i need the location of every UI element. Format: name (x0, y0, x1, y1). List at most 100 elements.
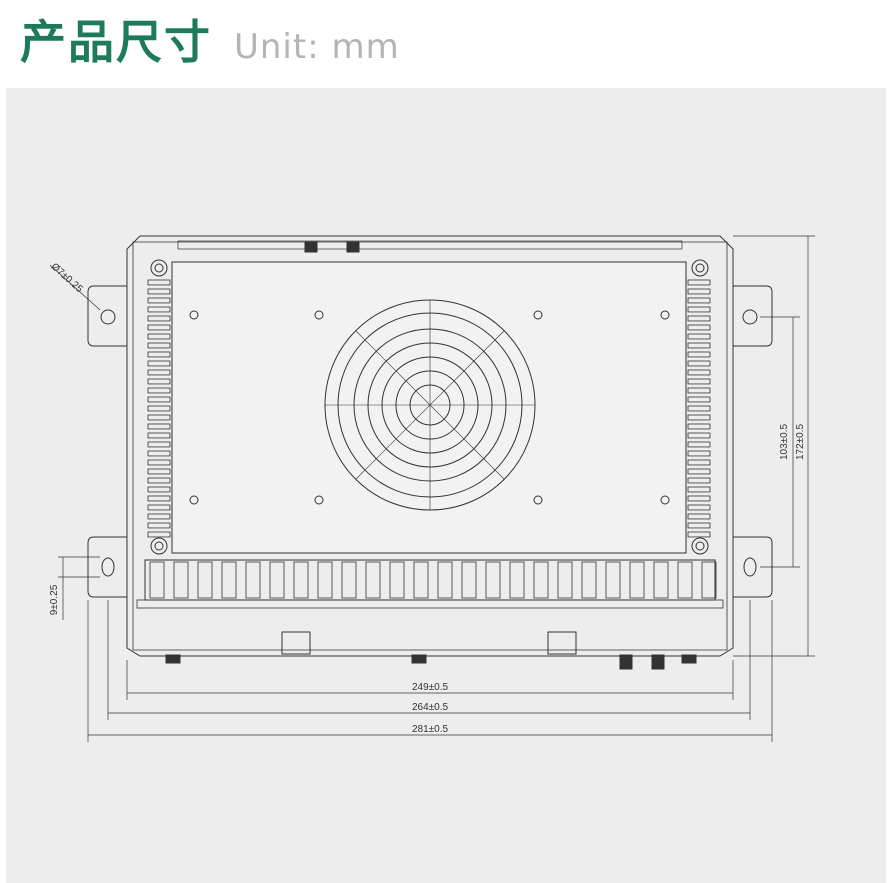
dim-hole-offset: 9±0.25 (49, 584, 60, 615)
fins-left (147, 279, 171, 538)
bottom-fin (173, 561, 189, 599)
dim-width-outer: 281±0.5 (412, 724, 449, 735)
fin (687, 369, 711, 376)
dim-height-total: 172±0.5 (795, 424, 806, 461)
bottom-fin (197, 561, 213, 599)
fin (687, 459, 711, 466)
fin (147, 423, 171, 430)
mount-tab-top-left (87, 285, 127, 347)
fin (147, 486, 171, 493)
fin (147, 378, 171, 385)
fin (687, 360, 711, 367)
bottom-fin (557, 561, 573, 599)
fin (687, 477, 711, 484)
mount-tab-top-right (733, 285, 773, 347)
bottom-fin (461, 561, 477, 599)
fin (147, 351, 171, 358)
fin (147, 315, 171, 322)
bottom-fin (653, 561, 669, 599)
header: 产品尺寸 Unit: mm (20, 6, 400, 76)
fin (147, 495, 171, 502)
bottom-fin (341, 561, 357, 599)
bottom-fin (533, 561, 549, 599)
unit-label: Unit: mm (234, 27, 400, 67)
corner-screws (150, 259, 709, 555)
fin (687, 333, 711, 340)
dim-width-inner: 249±0.5 (412, 682, 449, 693)
fin (147, 477, 171, 484)
fin (147, 279, 171, 286)
dim-height-holes: 103±0.5 (779, 424, 790, 461)
bottom-fin (245, 561, 261, 599)
fin (147, 360, 171, 367)
fin (687, 279, 711, 286)
fin (147, 396, 171, 403)
fin (147, 333, 171, 340)
fins-right (687, 279, 711, 538)
fin (687, 297, 711, 304)
fin (147, 414, 171, 421)
fin (147, 504, 171, 511)
fan-grille (324, 299, 536, 511)
bottom-fin (389, 561, 405, 599)
bottom-fin (485, 561, 501, 599)
fin (687, 396, 711, 403)
page-title: 产品尺寸 (20, 15, 212, 69)
fin (687, 486, 711, 493)
bottom-fin (221, 561, 237, 599)
fin (147, 459, 171, 466)
bottom-fin (605, 561, 621, 599)
fin (147, 342, 171, 349)
fin (687, 531, 711, 538)
fin (687, 441, 711, 448)
fin (687, 405, 711, 412)
housing-outline (126, 235, 734, 657)
fin (147, 288, 171, 295)
fin (687, 387, 711, 394)
fin (147, 522, 171, 529)
fin (687, 351, 711, 358)
fin (687, 324, 711, 331)
dim-hole-diameter: Ø7±0.25 (49, 261, 85, 295)
fin (687, 522, 711, 529)
bottom-fin (413, 561, 429, 599)
fin (687, 306, 711, 313)
bottom-fin (269, 561, 285, 599)
bottom-fin (701, 561, 717, 599)
bottom-fin (629, 561, 645, 599)
bottom-fin (365, 561, 381, 599)
fin (147, 432, 171, 439)
fin (687, 468, 711, 475)
fin (687, 423, 711, 430)
fin (687, 378, 711, 385)
fin (687, 288, 711, 295)
fin (147, 387, 171, 394)
bottom-fin (581, 561, 597, 599)
fin (687, 432, 711, 439)
bottom-fin (509, 561, 525, 599)
dim-width-mid: 264±0.5 (412, 702, 449, 713)
bottom-fin (677, 561, 693, 599)
fin (147, 468, 171, 475)
bottom-fin (317, 561, 333, 599)
heat-sink (144, 559, 716, 601)
fin (147, 513, 171, 520)
fin (147, 531, 171, 538)
fin (687, 315, 711, 322)
fin (687, 513, 711, 520)
fin (147, 450, 171, 457)
top-plate (171, 261, 687, 554)
fin (687, 414, 711, 421)
fin (147, 405, 171, 412)
fin (687, 495, 711, 502)
bottom-fin (149, 561, 165, 599)
fin (687, 450, 711, 457)
fin (147, 297, 171, 304)
fin (687, 504, 711, 511)
fin (147, 306, 171, 313)
mount-tab-bottom-left (87, 536, 127, 598)
fin (147, 369, 171, 376)
plate-screws (189, 310, 670, 505)
fin (147, 441, 171, 448)
